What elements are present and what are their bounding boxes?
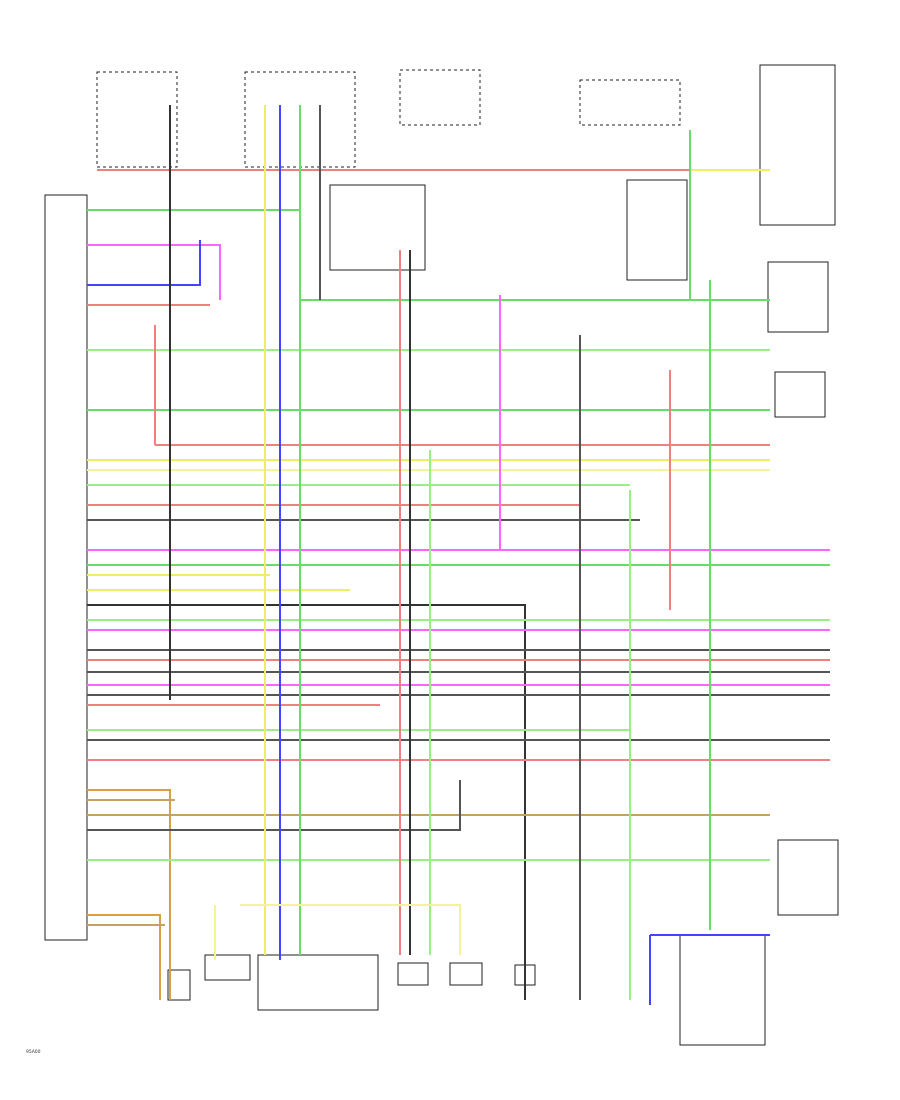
wire-green-1: [87, 209, 770, 301]
wire-gray-6: [87, 780, 461, 831]
wire-yellow-bottom: [240, 904, 461, 955]
wire-pink-1: [87, 244, 221, 300]
page-ref-label: 95A00: [26, 1049, 41, 1055]
wires: [87, 105, 830, 1005]
sensor-right-1: [774, 371, 826, 418]
wire-green-right-loop: [520, 130, 691, 301]
relay-block: [329, 184, 426, 271]
relay-right-1: [767, 261, 829, 333]
bottom-components: [167, 954, 536, 1011]
sensor-bottom-1: [204, 954, 251, 981]
wire-darkgray-1: [87, 604, 526, 1000]
sensor-bottom-4: [449, 962, 483, 986]
hot-at-all-times-box: [399, 69, 481, 126]
sensor-bottom-2: [257, 954, 379, 1011]
ecm-connector-outline: [44, 194, 88, 941]
engine-control-module: [44, 194, 88, 941]
wire-blue-1: [87, 240, 201, 286]
wire-orange-1: [87, 789, 171, 1000]
fuse-box-left: [96, 71, 178, 168]
ground-bottom-left: [167, 969, 191, 1001]
top-components: [96, 64, 839, 1046]
ignition-switch-box: [579, 79, 681, 126]
fuse-panel-right: [759, 64, 836, 226]
sensor-right-bottom: [777, 839, 839, 916]
main-relay-box: [626, 179, 688, 281]
sensor-bottom-3: [397, 962, 429, 986]
ground-box-bottom-right: [679, 934, 766, 1046]
wire-orange-2: [87, 914, 161, 1000]
